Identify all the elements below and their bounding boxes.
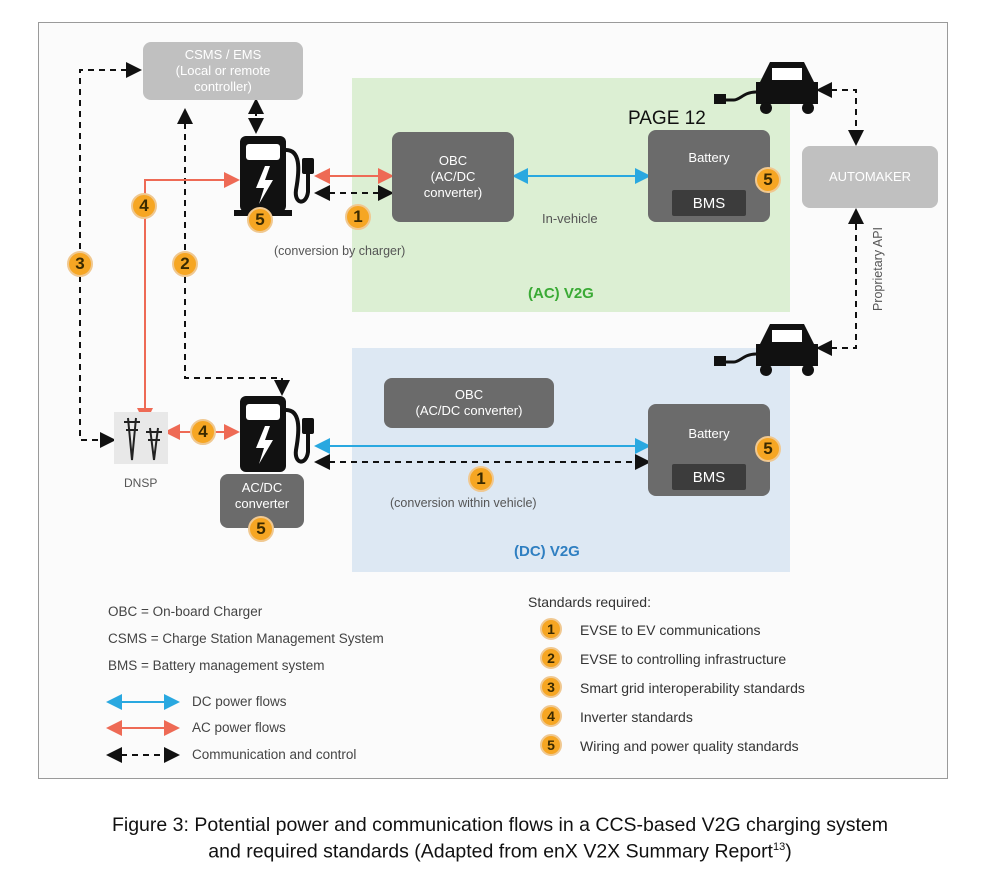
badge-dnsp-charger: 4 <box>190 419 216 445</box>
standard-text: Inverter standards <box>580 709 693 725</box>
charger-dc-icon <box>240 396 314 472</box>
badge-link-ac: 1 <box>345 204 371 230</box>
dc-v2g-title: (DC) V2G <box>514 543 580 560</box>
dnsp-pylon-icon <box>114 412 168 464</box>
legend-ac-flow: AC power flows <box>192 720 286 735</box>
conversion-within-vehicle-label: (conversion within vehicle) <box>390 496 537 510</box>
battery-dc-label: Battery <box>688 426 730 441</box>
badge-charger-link: 2 <box>172 251 198 277</box>
standard-text: EVSE to EV communications <box>580 622 761 638</box>
caption-close: ) <box>785 840 792 863</box>
comm-car-ac-automaker <box>816 82 864 146</box>
badge-link-dc: 1 <box>468 466 494 492</box>
car-dc-icon <box>714 324 818 376</box>
comm-car-dc-automaker <box>816 208 864 356</box>
caption-line-1: Figure 3: Potential power and communicat… <box>111 814 889 836</box>
obc-dc-box: OBC (AC/DC converter) <box>384 378 554 428</box>
badge-converter: 5 <box>248 516 274 542</box>
charger-ac-icon <box>234 136 314 216</box>
car-ac-icon <box>714 62 818 114</box>
badge-charger-ac: 5 <box>247 207 273 233</box>
dnsp-label: DNSP <box>124 476 158 490</box>
legend-bms: BMS = Battery management system <box>108 658 325 673</box>
standard-badge: 5 <box>540 734 562 756</box>
legend-comm-flow: Communication and control <box>192 747 357 762</box>
standards-title: Standards required: <box>528 594 651 610</box>
badge-csms-link: 3 <box>67 251 93 277</box>
in-vehicle-label: In-vehicle <box>542 211 598 226</box>
battery-ac-label: Battery <box>688 150 730 165</box>
standard-text: Wiring and power quality standards <box>580 738 799 754</box>
ac-v2g-title: (AC) V2G <box>528 285 594 302</box>
page-number: PAGE 12 <box>628 108 706 129</box>
standard-text: Smart grid interoperability standards <box>580 680 805 696</box>
badge-battery-dc: 5 <box>755 436 781 462</box>
bms-ac-box: BMS <box>672 190 746 216</box>
legend-dc-flow: DC power flows <box>192 694 287 709</box>
standard-badge: 4 <box>540 705 562 727</box>
badge-ac-line: 4 <box>131 193 157 219</box>
standard-badge: 2 <box>540 647 562 669</box>
legend-obc: OBC = On-board Charger <box>108 604 263 619</box>
automaker-box: AUTOMAKER <box>802 146 938 208</box>
standard-text: EVSE to controlling infrastructure <box>580 651 787 667</box>
figure-caption: Figure 3: Potential power and communicat… <box>0 814 1000 863</box>
standard-badge: 1 <box>540 618 562 640</box>
csms-ems-box: CSMS / EMS (Local or remote controller) <box>143 42 303 100</box>
badge-battery-ac: 5 <box>755 167 781 193</box>
proprietary-api-label: Proprietary API <box>871 226 886 312</box>
bms-dc-box: BMS <box>672 464 746 490</box>
conversion-by-charger-label: (conversion by charger) <box>274 244 406 258</box>
standard-badge: 3 <box>540 676 562 698</box>
caption-reference: 13 <box>772 841 786 853</box>
legend-csms: CSMS = Charge Station Management System <box>108 631 384 646</box>
ac-flow-grid-charger <box>137 172 240 424</box>
caption-line-2-text: and required standards (Adapted from enX… <box>208 840 773 863</box>
obc-ac-box: OBC (AC/DC converter) <box>392 132 514 222</box>
caption-line-2: and required standards (Adapted from enX… <box>0 836 1000 863</box>
